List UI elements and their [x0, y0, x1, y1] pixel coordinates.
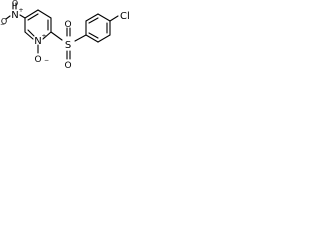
sulfur-label: S: [65, 40, 71, 51]
sulfonyl-oxygen-bottom-label: O: [64, 61, 71, 71]
ring-nitrogen-charge: +: [41, 33, 46, 40]
nitro-oxygen-double-label: O: [12, 0, 18, 8]
nitro-oxygen-single-label: O: [1, 17, 7, 26]
sulfonyl-bonds: [66, 27, 71, 60]
n-oxide-oxygen-label: O: [34, 55, 41, 65]
chlorine-label: Cl: [120, 11, 130, 22]
molecule-svg: N + O O − N + O − S O O Cl: [0, 0, 130, 71]
nitro-nitrogen-charge: +: [18, 7, 23, 14]
s-phenyl-bond: [74, 34, 87, 42]
ring-nitrogen-label: N: [34, 36, 41, 47]
nitro-bonds: [5, 2, 26, 20]
structure-diagram: N + O O − N + O − S O O Cl: [0, 0, 159, 93]
nitro-oxygen-charge: −: [0, 21, 5, 28]
phenyl-ring: [85, 13, 111, 43]
n-oxide-oxygen-charge: −: [44, 57, 49, 64]
sulfonyl-oxygen-top-label: O: [64, 20, 71, 30]
c-cl-bond: [109, 15, 119, 22]
pyridine-ring: [24, 9, 52, 40]
nitro-nitrogen-label: N: [11, 10, 18, 21]
c-s-bond: [50, 31, 63, 41]
